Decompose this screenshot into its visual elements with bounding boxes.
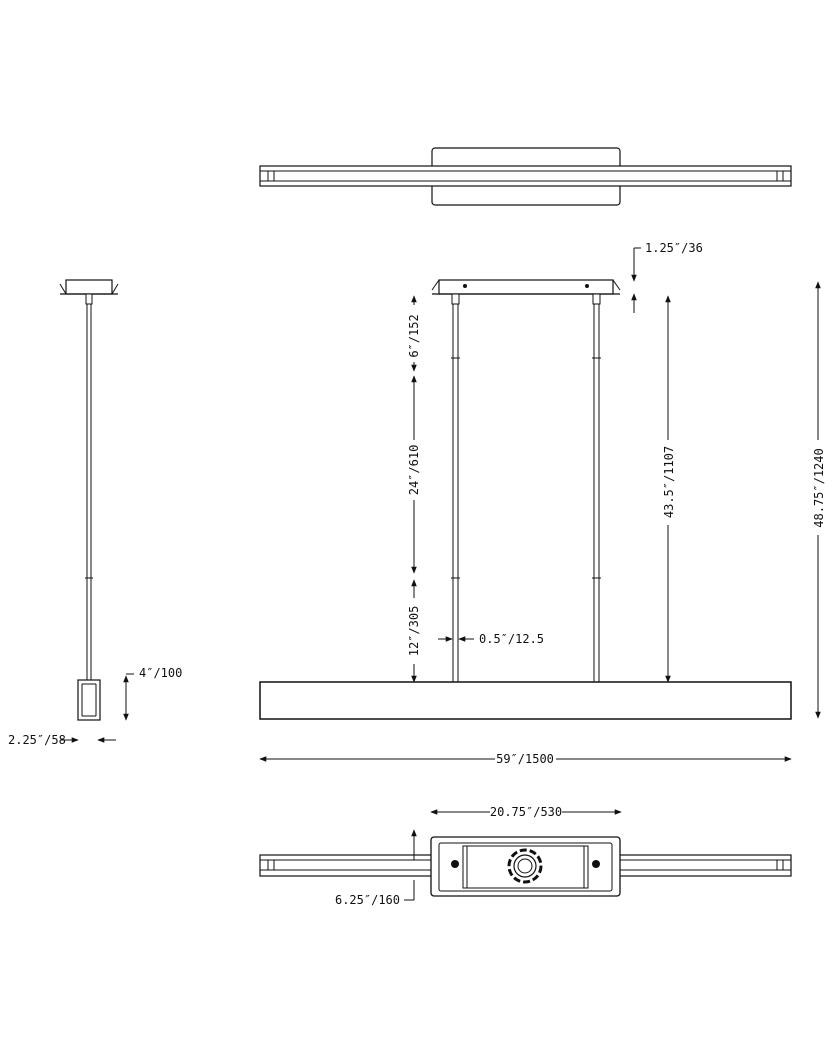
bottom-mount-hole [517,858,533,874]
dim-fixture-depth-label: 2.25″/58 [8,733,66,747]
side-fixture-body [77,679,101,721]
top-bar-frame [259,165,792,187]
dim-overall-height-label: 48.75″/1240 [812,448,826,527]
dim-rod-diameter: 0.5″/12.5 [438,632,544,646]
front-view [259,279,792,720]
side-canopy-bevel [59,283,67,295]
dim-canopy-height-label: 1.25″/36 [645,241,703,255]
dim-drop-to-fixture: 43.5″/1107 [662,295,676,683]
dim-canopy-height: 1.25″/36 [631,241,703,313]
side-canopy-bevel [111,283,119,295]
dim-canopy-length-label: 20.75″/530 [490,805,562,819]
front-canopy-screw [585,284,589,288]
front-canopy-bevel [612,279,621,291]
front-canopy-bevel [431,279,440,291]
dim-canopy-length: 20.75″/530 [430,805,622,819]
bottom-canopy-screw [451,860,459,868]
dim-middle-rod: 24″/610 [407,375,421,574]
dim-fixture-length: 59″/1500 [259,752,792,766]
dim-upper-rod: 6″/152 [407,295,421,372]
front-right-rod-connector [592,293,601,305]
dim-drop-to-fixture-label: 43.5″/1107 [662,446,676,518]
bottom-view [259,836,792,897]
top-view [259,147,792,206]
dim-canopy-width-label: 6.25″/160 [335,893,400,907]
dim-fixture-height-label: 4″/100 [139,666,182,680]
front-fixture-body [259,681,792,720]
dim-rod-diameter-label: 0.5″/12.5 [479,632,544,646]
dim-lower-rod: 12″/305 [407,579,421,683]
dim-fixture-height: 4″/100 [123,666,182,721]
side-view [59,279,119,721]
dim-canopy-width: 6.25″/160 [335,829,417,907]
dim-middle-rod-label: 24″/610 [407,445,421,496]
side-canopy [65,279,113,295]
side-rod-connector [85,293,93,305]
dim-upper-rod-label: 6″/152 [407,314,421,357]
dim-fixture-depth: 2.25″/58 [8,733,116,747]
dim-fixture-length-label: 59″/1500 [496,752,554,766]
bottom-canopy-screw [592,860,600,868]
front-canopy-screw [463,284,467,288]
dim-overall-height: 48.75″/1240 [812,281,826,719]
dim-lower-rod-label: 12″/305 [407,606,421,657]
front-left-rod-connector [451,293,460,305]
